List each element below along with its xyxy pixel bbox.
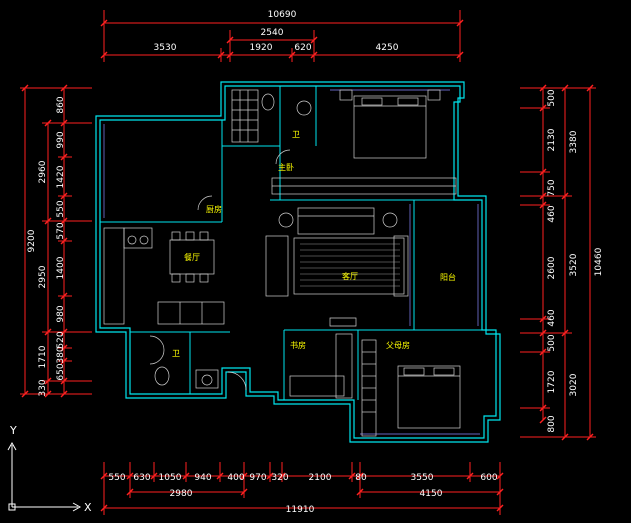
dim-bottom-mid-right: 4150	[420, 489, 443, 499]
dim-right-total: 10460	[594, 247, 604, 276]
dim-bottom-mid-left: 2980	[170, 489, 193, 499]
dim-right-9: 800	[547, 415, 557, 432]
dim-right-mid-1: 3380	[569, 130, 579, 153]
dim-left-8: 520	[56, 331, 66, 348]
dim-bottom-10: 3550	[411, 473, 434, 483]
dim-bottom-7: 320	[271, 473, 288, 483]
dim-bottom-11: 600	[480, 473, 497, 483]
dim-top-1: 3530	[154, 43, 177, 53]
dim-left-1: 860	[56, 96, 66, 113]
room-label-balcony: 阳台	[440, 272, 456, 282]
room-label-toilet-left: 卫	[172, 349, 180, 358]
dim-bottom-3: 1050	[159, 473, 182, 483]
dimension-ticks	[21, 19, 594, 512]
dim-left-10: 650	[56, 363, 66, 380]
living-rug-pattern	[300, 243, 400, 287]
dim-left-5: 570	[56, 222, 66, 239]
room-label-master: 主卧	[278, 162, 294, 172]
room-label-study: 书房	[290, 340, 306, 350]
room-label-dining: 餐厅	[184, 253, 200, 262]
dim-bottom-4: 940	[194, 473, 211, 483]
interior-walls	[100, 86, 482, 400]
dim-left-mid-1: 2960	[38, 160, 48, 183]
dim-left-mid-3: 1710	[38, 345, 48, 368]
dim-left-total: 9200	[27, 229, 37, 252]
dim-top-2: 1920	[250, 43, 273, 53]
dim-top-mid: 2540	[261, 28, 284, 38]
dim-right-8: 1720	[547, 370, 557, 393]
dim-top-3: 620	[294, 43, 311, 53]
dim-left-9: 380	[56, 346, 66, 363]
dim-top-total: 10690	[268, 10, 297, 20]
door-swings	[149, 149, 357, 391]
dim-right-4: 460	[547, 205, 557, 222]
dim-left-mid-4: 330	[38, 379, 48, 396]
dim-left-mid-2: 2950	[38, 265, 48, 288]
dimension-text: 10690 2540 3530 1920 620 4250 550 630 10…	[27, 10, 604, 515]
room-label-toilet-top: 卫	[292, 130, 300, 139]
dim-bottom-6: 970	[249, 473, 266, 483]
dim-left-7: 980	[56, 305, 66, 322]
dim-right-mid-3: 3020	[569, 373, 579, 396]
dim-bottom-2: 630	[133, 473, 150, 483]
dim-right-1: 500	[547, 89, 557, 106]
dim-right-2: 2130	[547, 128, 557, 151]
dim-top-4: 4250	[376, 43, 399, 53]
dim-bottom-total: 11910	[286, 505, 315, 515]
dim-right-7: 500	[547, 334, 557, 351]
axis-x-label: X	[84, 501, 92, 514]
dim-right-mid-2: 3520	[569, 253, 579, 276]
dim-left-6: 1400	[56, 256, 66, 279]
dim-bottom-8: 2100	[309, 473, 332, 483]
dim-right-3: 750	[547, 179, 557, 196]
room-label-kitchen: 厨房	[206, 204, 222, 214]
furniture	[103, 89, 461, 437]
room-label-elder: 父母房	[386, 340, 410, 350]
dim-left-2: 990	[56, 131, 66, 148]
dim-left-3: 1420	[56, 165, 66, 188]
dim-bottom-9: 80	[355, 473, 367, 483]
room-label-living: 客厅	[342, 271, 358, 281]
dim-left-4: 550	[56, 200, 66, 217]
room-labels: 厨房 餐厅 客厅 阳台 卫 卫 主卧 书房 父母房	[172, 130, 456, 358]
dim-bottom-5: 400	[227, 473, 244, 483]
dim-bottom-1: 550	[108, 473, 125, 483]
dim-right-6: 460	[547, 309, 557, 326]
ucs-axis-icon	[7, 441, 82, 512]
dim-right-5: 2600	[547, 256, 557, 279]
axis-y-label: Y	[9, 424, 17, 437]
dimension-lines	[20, 10, 596, 515]
